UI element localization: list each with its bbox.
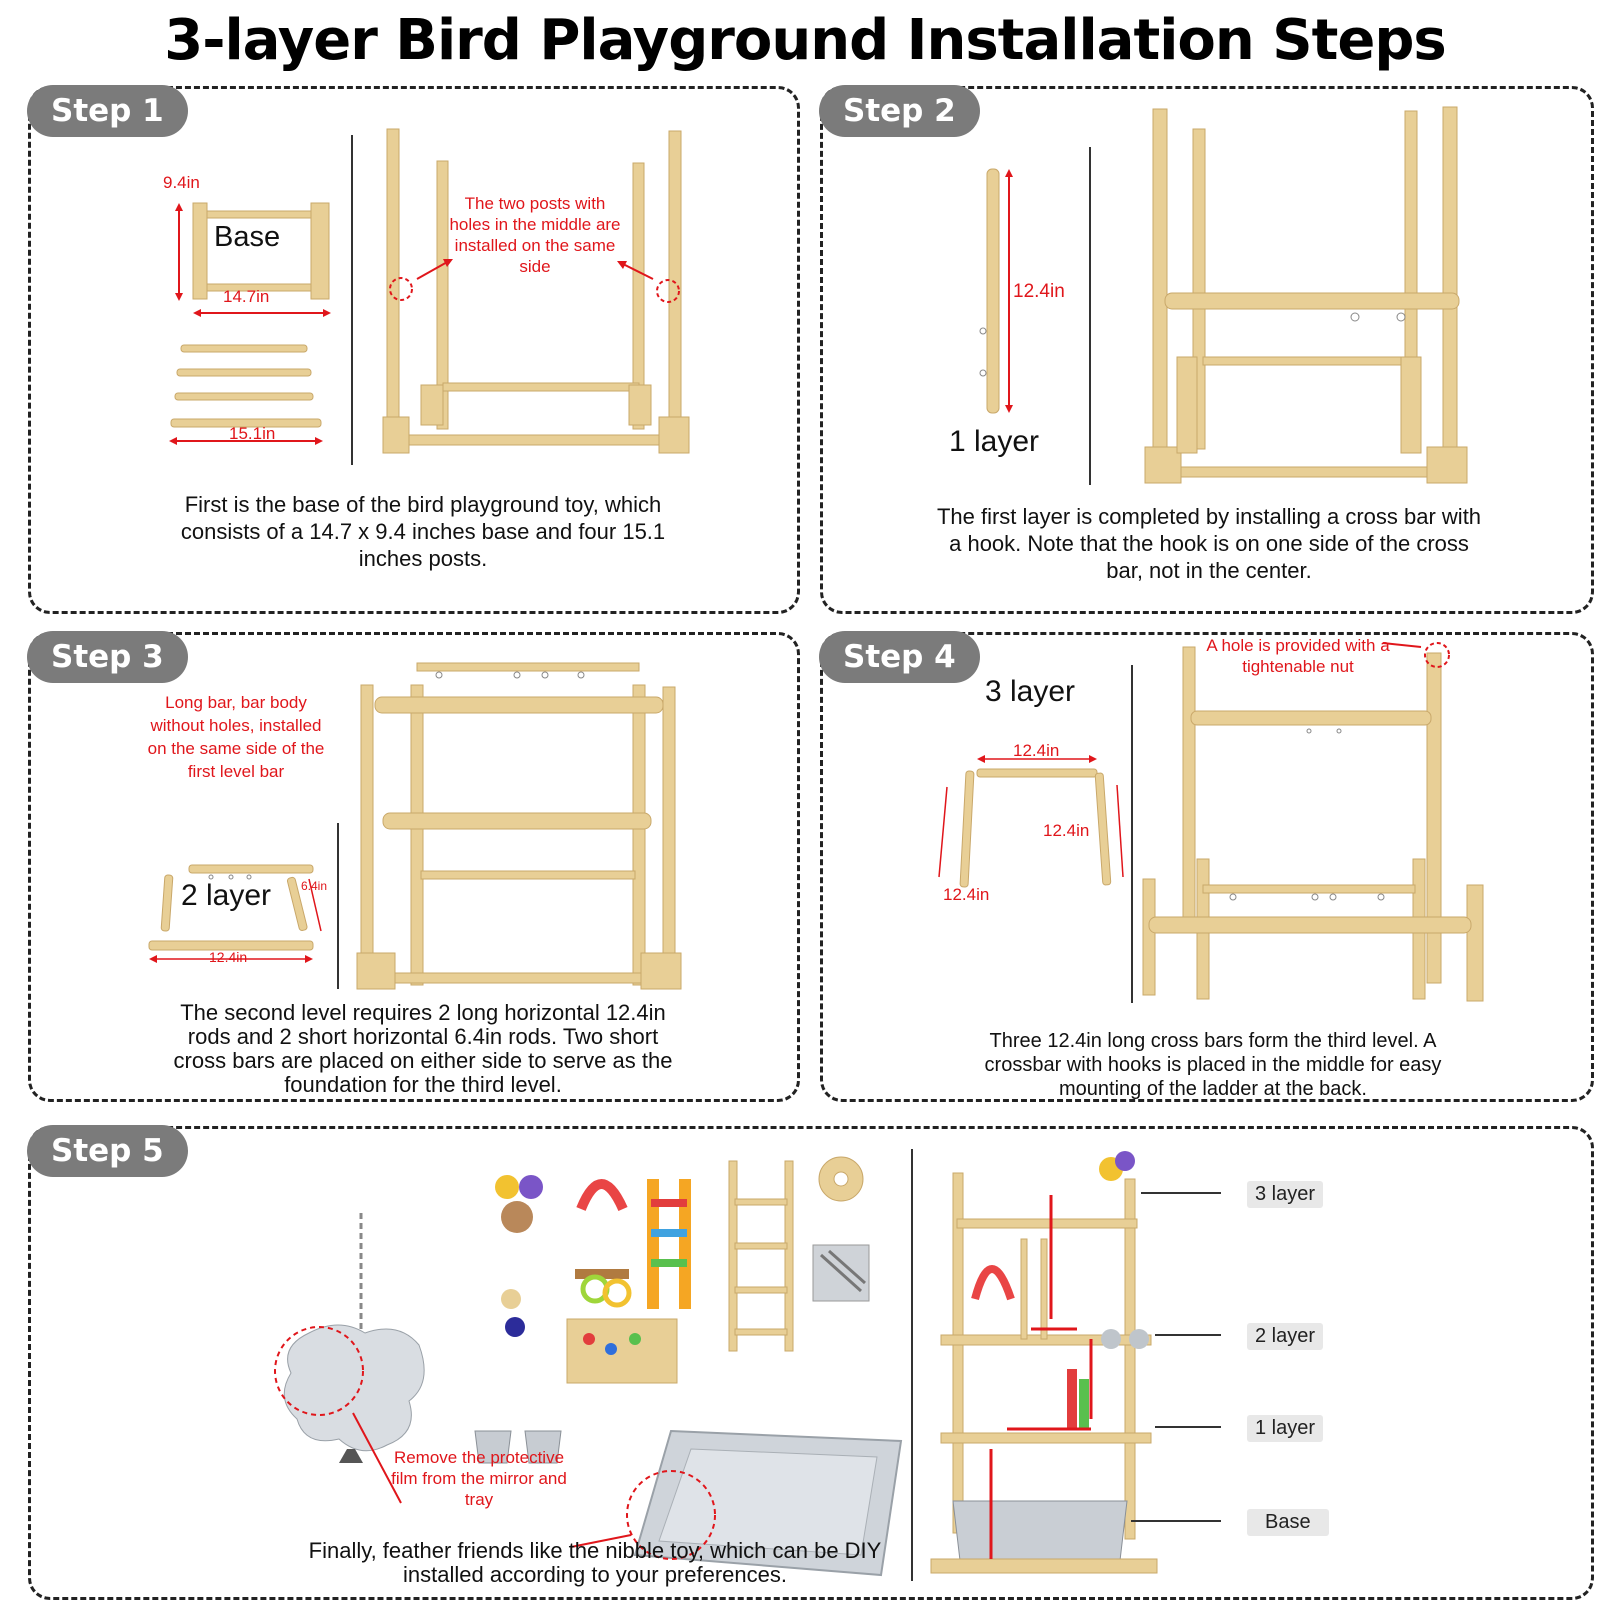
long-rod-dimension: 12.4in xyxy=(209,949,248,965)
base-layer-label: Base xyxy=(1247,1509,1329,1536)
ladder-illustration xyxy=(728,1160,794,1352)
base-frame-illustration xyxy=(169,202,331,445)
second-layer-parts-illustration xyxy=(148,864,322,963)
frame-third-layer-illustration xyxy=(1142,642,1484,1002)
base-length-dimension: 14.7in xyxy=(223,287,270,306)
right-bar-dimension: 12.4in xyxy=(1043,821,1090,840)
tray-illustration xyxy=(570,1429,903,1577)
third-layer-parts-illustration xyxy=(938,755,1124,888)
remove-film-note: Remove the protective film from the mirr… xyxy=(391,1448,567,1509)
mirror-toy-illustration xyxy=(274,1213,425,1504)
layer-2-label: 2 layer xyxy=(1247,1323,1324,1350)
step-1-badge: Step 1 xyxy=(27,85,188,137)
step-3-caption: The second level requires 2 long horizon… xyxy=(173,1000,673,1097)
assembled-playground-illustration xyxy=(930,1151,1221,1574)
divider xyxy=(1089,147,1091,485)
bar-length-dimension: 12.4in xyxy=(1013,281,1065,302)
page-title: 3-layer Bird Playground Installation Ste… xyxy=(164,8,1447,73)
long-bar-note: Long bar, bar body without holes, instal… xyxy=(147,693,325,781)
step-5-badge: Step 5 xyxy=(27,1125,188,1177)
step-2-badge: Step 2 xyxy=(819,85,980,137)
short-rod-dimension: 6.4in xyxy=(301,879,328,893)
left-bar-dimension: 12.4in xyxy=(943,885,990,904)
divider xyxy=(1131,665,1133,1003)
base-width-dimension: 9.4in xyxy=(163,173,200,192)
step-1-panel: Step 1 Base 9.4in 14.7in 15.1in xyxy=(27,85,800,614)
first-layer-bar-illustration xyxy=(979,168,1013,414)
post-length-dimension: 15.1in xyxy=(229,424,276,443)
step-3-badge: Step 3 xyxy=(27,631,188,683)
top-bar-dimension: 12.4in xyxy=(1013,741,1060,760)
two-layer-label: 2 layer xyxy=(181,879,272,912)
step-2-panel: Step 2 12.4in 1 layer The first layer is… xyxy=(819,85,1594,614)
frame-with-posts-illustration xyxy=(382,128,690,454)
posts-holes-note: The two posts with holes in the middle a… xyxy=(449,194,621,276)
three-layer-label: 3 layer xyxy=(985,675,1076,708)
step-3-panel: Step 3 Long bar, bar body without holes,… xyxy=(27,631,800,1102)
divider xyxy=(337,823,339,989)
screws-illustration xyxy=(812,1156,870,1302)
step-5-caption: Finally, feather friends like the nibble… xyxy=(308,1538,882,1587)
step-4-caption: Three 12.4in long cross bars form the th… xyxy=(984,1030,1442,1100)
step-2-caption: The first layer is completed by installi… xyxy=(936,504,1482,583)
frame-first-layer-illustration xyxy=(1144,106,1468,484)
step-1-caption: First is the base of the bird playground… xyxy=(180,492,666,571)
toys-illustration xyxy=(495,1175,691,1384)
divider xyxy=(911,1149,913,1581)
frame-second-layer-illustration xyxy=(356,662,682,990)
divider xyxy=(351,135,353,465)
layer-3-label: 3 layer xyxy=(1247,1181,1324,1208)
step-4-badge: Step 4 xyxy=(819,631,980,683)
nut-hole-note: A hole is provided with a tightenable nu… xyxy=(1206,636,1390,676)
cups-illustration xyxy=(474,1430,562,1464)
step-5-panel: Step 5 xyxy=(27,1125,1594,1600)
base-label: Base xyxy=(214,221,281,253)
one-layer-label: 1 layer xyxy=(949,425,1040,458)
layer-1-label: 1 layer xyxy=(1247,1415,1324,1442)
step-4-panel: Step 4 A hole is provided with a tighten… xyxy=(819,631,1594,1102)
